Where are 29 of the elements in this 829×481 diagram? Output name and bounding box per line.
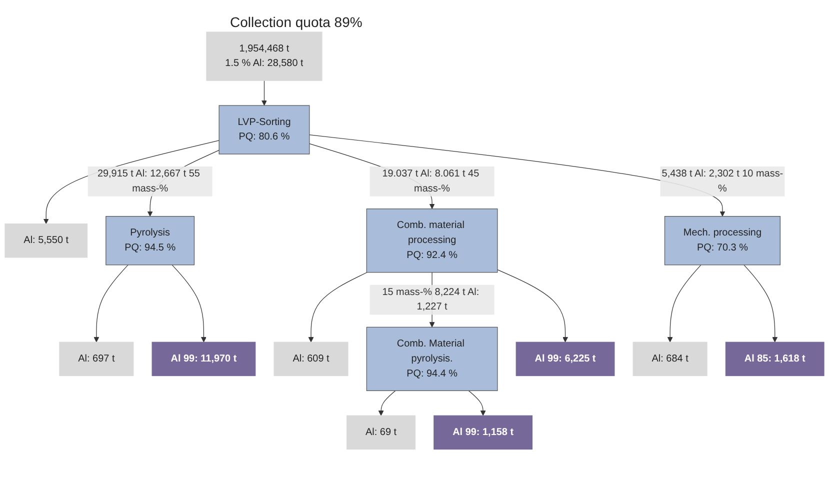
- note-text: Collection quota 89%: [230, 14, 362, 30]
- edge-label: 19.037 t Al: 8.061 t 45 mass-%: [382, 168, 480, 194]
- arrow: [172, 264, 206, 342]
- node-box: Al: 69 t: [346, 415, 416, 450]
- node-box: Al 99: 1,158 t: [434, 415, 533, 450]
- node-box: Al: 697 t: [59, 342, 134, 376]
- node-box: Comb. Material pyrolysis. PQ: 94.4 %: [366, 326, 498, 391]
- node-box: Al: 684 t: [632, 342, 708, 376]
- node-box: Al 99: 11,970 t: [152, 342, 256, 376]
- node-box: Al: 5,550 t: [4, 223, 88, 258]
- edge-label: 29,915 t Al: 12,667 t 55 mass-%: [97, 168, 200, 194]
- node-box: Mech. processing PQ: 70.3 %: [664, 216, 780, 266]
- arrow: [308, 272, 368, 342]
- arrow: [378, 390, 396, 416]
- node-box: Pyrolysis PQ: 94.5 %: [106, 216, 195, 266]
- node-box: LVP-Sorting PQ: 80.6 %: [218, 105, 310, 154]
- arrow: [667, 264, 702, 342]
- arrow: [94, 264, 128, 342]
- node-box: Al: 609 t: [274, 342, 348, 376]
- node-box: 1,954,468 t 1.5 % Al: 28,580 t: [206, 32, 322, 81]
- arrow: [468, 390, 486, 416]
- arrow: [497, 269, 568, 342]
- node-box: Al 85: 1,618 t: [725, 342, 824, 376]
- edge-label: 5,438 t Al: 2,302 t 10 mass-%: [662, 168, 784, 194]
- node-box: Al 99: 6,225 t: [516, 342, 615, 376]
- arrow: [744, 264, 778, 342]
- node-box: Comb. material processing PQ: 92.4 %: [366, 208, 498, 273]
- arrow: [262, 80, 267, 106]
- edge-label: 15 mass-% 8,224 t Al: 1,227 t: [382, 286, 480, 312]
